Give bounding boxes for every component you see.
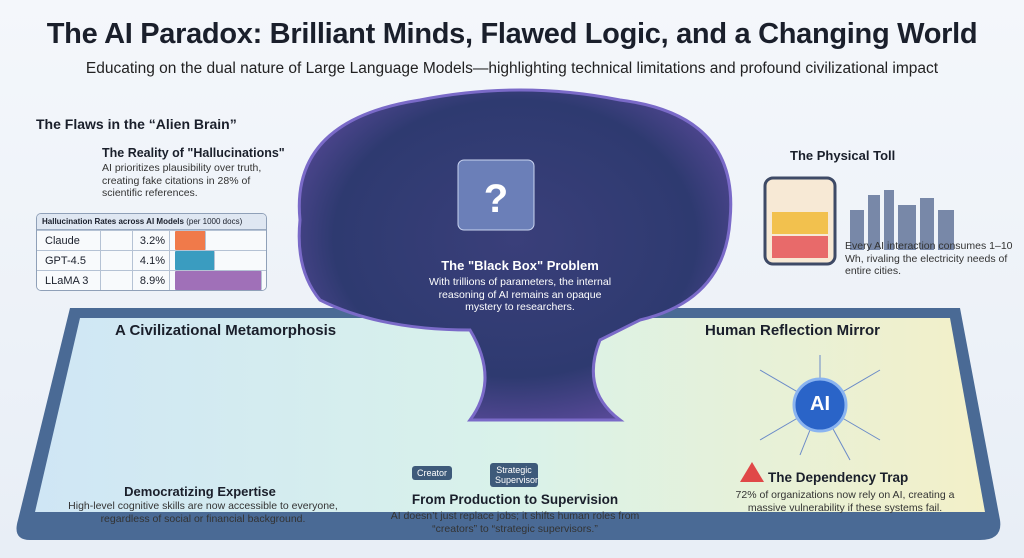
model-name: LLaMA 3	[37, 271, 101, 290]
black-box-heading: The "Black Box" Problem	[441, 258, 599, 273]
rate-bar	[175, 231, 207, 250]
table-title: Hallucination Rates across AI Models (pe…	[37, 214, 266, 230]
flaws-heading: The Flaws in the “Alien Brain”	[36, 116, 237, 132]
dependency-heading: The Dependency Trap	[768, 470, 909, 485]
model-name: Claude	[37, 231, 101, 250]
dependency-text: 72% of organizations now rely on AI, cre…	[735, 489, 955, 514]
production-text: AI doesn’t just replace jobs; it shifts …	[390, 510, 640, 535]
page-title: The AI Paradox: Brilliant Minds, Flawed …	[46, 18, 978, 50]
hallucinations-heading: The Reality of "Hallucinations"	[102, 146, 285, 160]
model-name: GPT-4.5	[37, 251, 101, 270]
rate-bar	[175, 251, 216, 270]
mirror-heading: Human Reflection Mirror	[705, 322, 881, 339]
rate-bar	[175, 271, 263, 290]
page-subtitle: Educating on the dual nature of Large La…	[85, 60, 939, 77]
physical-toll-heading: The Physical Toll	[790, 148, 896, 163]
city-icon	[850, 190, 954, 250]
svg-text:?: ?	[484, 177, 508, 221]
supervisor-label: Strategic Supervisor	[490, 463, 538, 487]
table-row: LLaMA 3 8.9%	[37, 270, 266, 290]
democratizing-heading: Democratizing Expertise	[124, 484, 276, 499]
black-box-text: With trillions of parameters, the intern…	[428, 276, 612, 314]
black-box-cube	[457, 159, 535, 231]
ai-hub	[792, 377, 848, 433]
creator-label: Creator	[412, 466, 453, 480]
rate-value: 8.9%	[133, 271, 170, 290]
warning-icon	[740, 462, 764, 482]
production-heading: From Production to Supervision	[411, 492, 619, 507]
rate-value: 4.1%	[133, 251, 170, 270]
table-row: Claude 3.2%	[37, 230, 266, 250]
physical-toll-text: Every AI interaction consumes 1–10 Wh, r…	[845, 240, 1013, 278]
democratizing-text: High-level cognitive skills are now acce…	[68, 500, 338, 525]
table-row: GPT-4.5 4.1%	[37, 250, 266, 270]
hallucinations-text: AI prioritizes plausibility over truth, …	[102, 162, 262, 200]
ai-hub-label: AI	[810, 393, 830, 415]
civilization-heading: A Civilizational Metamorphosis	[115, 322, 337, 339]
brain	[297, 88, 733, 422]
rate-value: 3.2%	[133, 231, 170, 250]
hallucination-table: Hallucination Rates across AI Models (pe…	[36, 213, 267, 291]
